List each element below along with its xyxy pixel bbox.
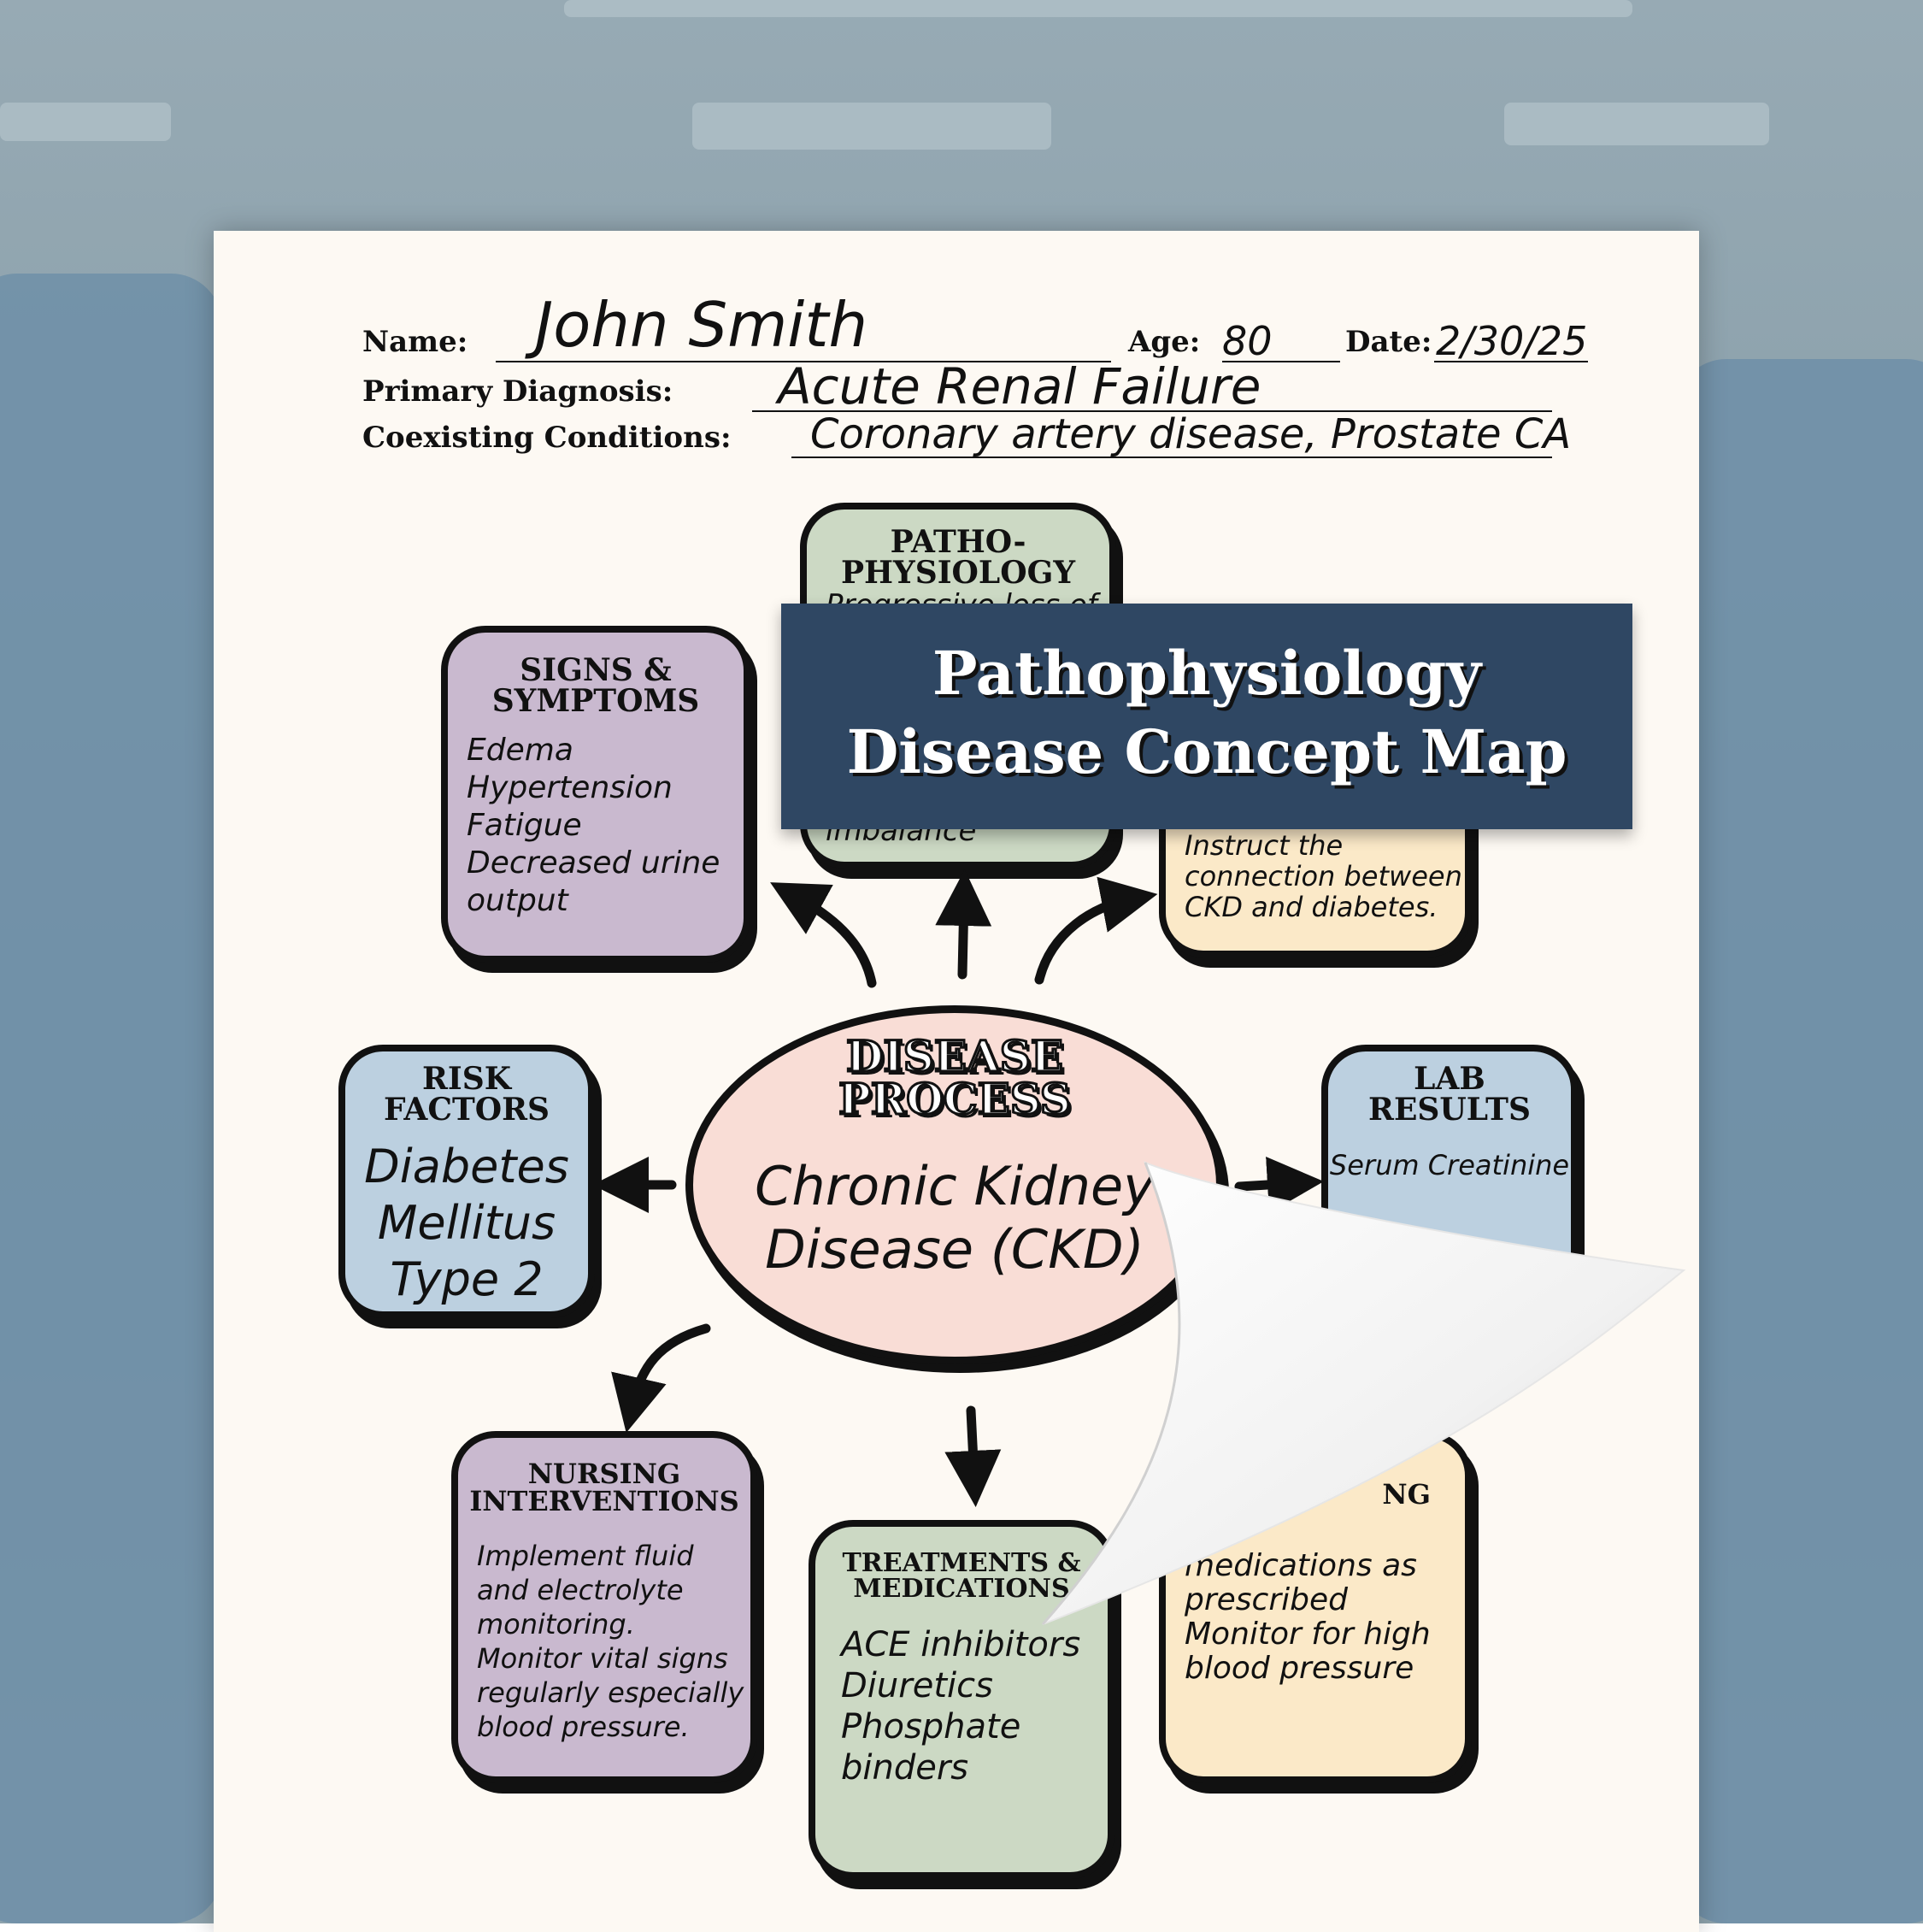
- banner-line-1: Pathophysiology: [932, 638, 1482, 709]
- treatments-medications-title-2: MEDICATIONS: [853, 1574, 1070, 1604]
- disease-process-title-1: DISEASE: [845, 1031, 1065, 1081]
- patient-teaching-title: NG: [1382, 1478, 1431, 1511]
- coexisting-conditions-label: Coexisting Conditions:: [362, 421, 732, 455]
- nursing-interventions-title-1: NURSING: [527, 1458, 681, 1490]
- arrow-to-education: [1034, 876, 1158, 985]
- treatments-medications-text: ACE inhibitors Diuretics Phosphate binde…: [841, 1625, 1081, 1788]
- page-curl-graphic: [1041, 1161, 1686, 1625]
- name-label: Name:: [362, 325, 468, 359]
- nurse-figure-right: [1675, 359, 1923, 1923]
- age-label: Age:: [1128, 325, 1201, 359]
- treatments-medications-title-1: TREATMENTS &: [842, 1548, 1081, 1578]
- lab-results-title-1: LAB: [1414, 1061, 1485, 1097]
- risk-factors-box: RISK FACTORS Diabetes Mellitus Type 2: [338, 1045, 595, 1318]
- disease-process-text: Chronic Kidney Disease (CKD): [755, 1155, 1155, 1281]
- signs-symptoms-title-2: SYMPTOMS: [491, 683, 700, 719]
- lab-results-title-2: RESULTS: [1368, 1092, 1531, 1128]
- date-label: Date:: [1345, 325, 1432, 359]
- disease-process-title-2: PROCESS: [838, 1074, 1073, 1124]
- primary-diagnosis-value: Acute Renal Failure: [778, 357, 1261, 415]
- ceiling-light: [692, 103, 1051, 150]
- coexisting-conditions-underline: [791, 456, 1552, 458]
- patient-education-text: Instruct the connection between CKD and …: [1185, 829, 1462, 923]
- nursing-interventions-title-2: INTERVENTIONS: [469, 1485, 739, 1517]
- name-underline: [496, 361, 1111, 362]
- risk-factors-title-1: RISK: [421, 1061, 512, 1097]
- signs-symptoms-box: SIGNS & SYMPTOMS Edema Hypertension Fati…: [441, 626, 750, 963]
- worksheet-paper: Name: John Smith Age: 80 Date: 2/30/25 P…: [214, 231, 1699, 1932]
- signs-symptoms-title-1: SIGNS &: [520, 652, 672, 688]
- arrow-to-nursing: [611, 1323, 711, 1434]
- arrow-to-treatments: [944, 1405, 1002, 1507]
- name-value: John Smith: [535, 289, 868, 361]
- treatments-medications-box: TREATMENTS & MEDICATIONS ACE inhibitors …: [809, 1520, 1114, 1879]
- nursing-interventions-box: NURSING INTERVENTIONS Implement fluid an…: [451, 1431, 757, 1783]
- ceiling-light: [0, 103, 171, 141]
- nurse-figure-left: [0, 274, 222, 1923]
- date-value: 2/30/25: [1436, 318, 1588, 364]
- pathophysiology-title-1: PATHO-: [890, 524, 1026, 560]
- arrow-to-patho: [935, 869, 992, 980]
- patient-teaching-text: medications as prescribed Monitor for hi…: [1185, 1548, 1431, 1686]
- pathophysiology-title-2: PHYSIOLOGY: [840, 555, 1076, 591]
- signs-symptoms-text: Edema Hypertension Fatigue Decreased uri…: [467, 733, 720, 918]
- nursing-interventions-text: Implement fluid and electrolyte monitori…: [477, 1540, 744, 1743]
- age-underline: [1222, 361, 1340, 362]
- coexisting-conditions-value: Coronary artery disease, Prostate CA: [810, 410, 1572, 458]
- lab-results-text: Serum Creatinine: [1329, 1149, 1570, 1181]
- ceiling-light: [564, 0, 1632, 17]
- risk-factors-text: Diabetes Mellitus Type 2: [364, 1140, 569, 1306]
- primary-diagnosis-label: Primary Diagnosis:: [362, 374, 673, 409]
- title-banner: Pathophysiology Disease Concept Map: [781, 604, 1632, 829]
- banner-line-2: Disease Concept Map: [846, 716, 1567, 787]
- age-value: 80: [1222, 318, 1273, 364]
- risk-factors-title-2: FACTORS: [383, 1092, 550, 1128]
- arrow-to-signs: [770, 882, 877, 988]
- date-underline: [1434, 361, 1588, 362]
- ceiling-light: [1504, 103, 1769, 145]
- primary-diagnosis-underline: [752, 410, 1552, 412]
